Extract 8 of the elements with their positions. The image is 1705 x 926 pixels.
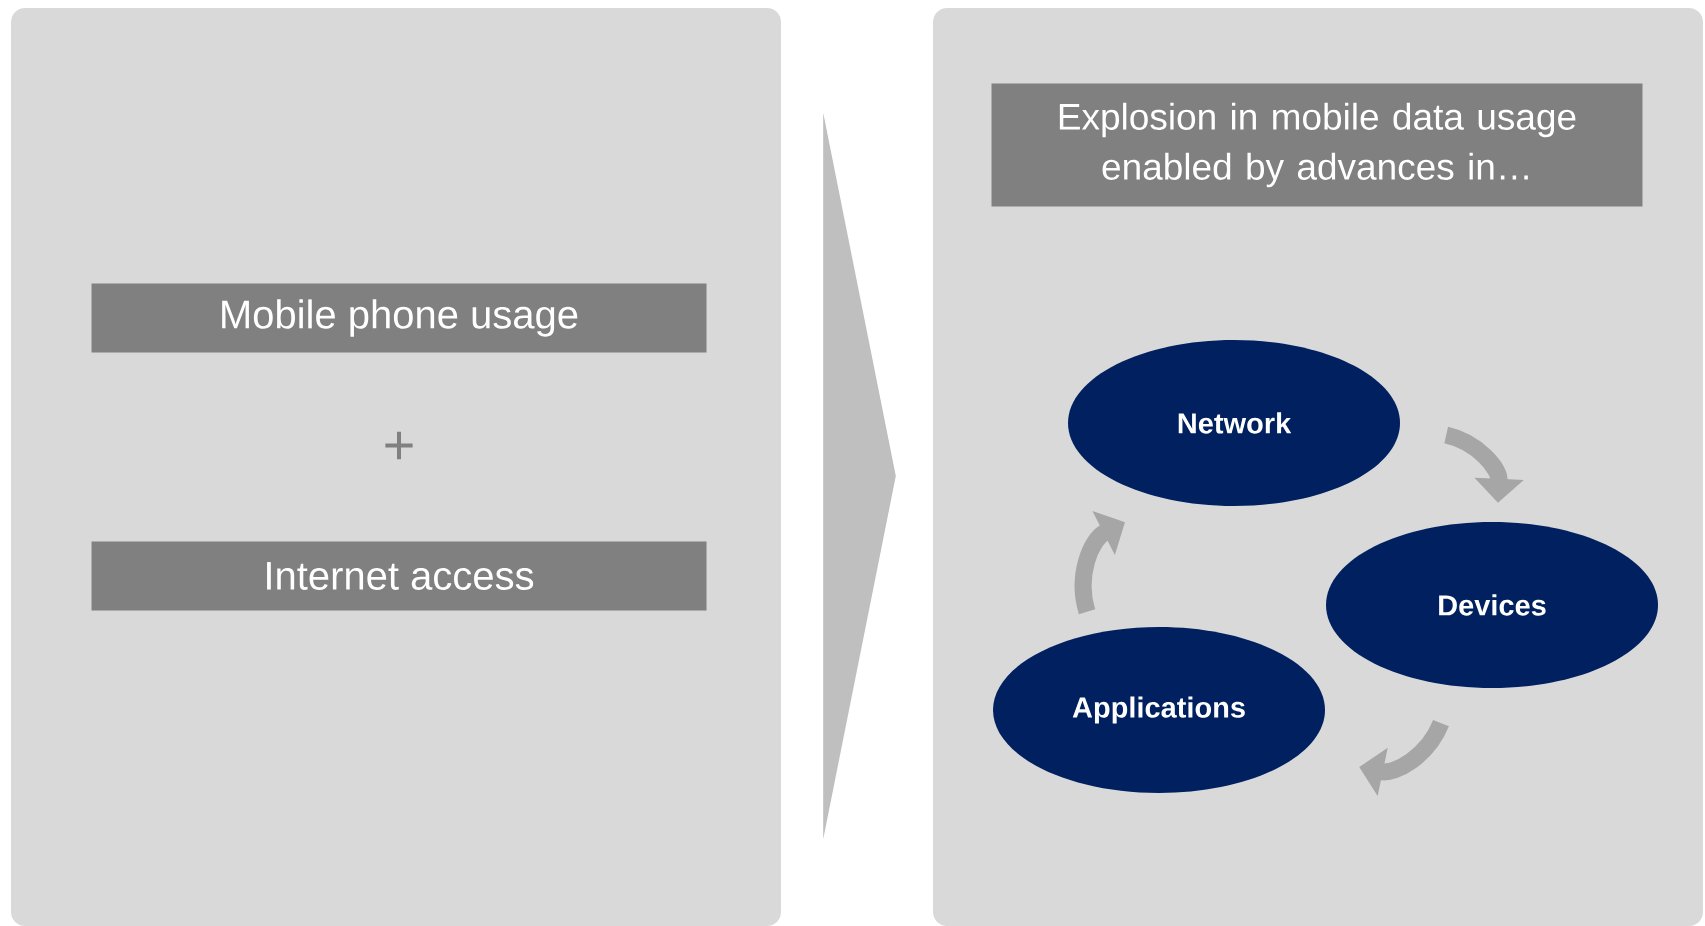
ellipse-node: Devices	[1326, 522, 1658, 688]
title-box: Explosion in mobile data usage enabled by advances in…	[991, 83, 1643, 207]
plus-sign: +	[385, 431, 413, 460]
text-bar: Mobile phone usage	[91, 283, 707, 353]
ellipse-node: Applications	[993, 627, 1325, 793]
text-bar: Internet access	[91, 541, 707, 611]
chevron-arrow	[823, 112, 896, 840]
ellipse-node: Network	[1068, 340, 1400, 506]
